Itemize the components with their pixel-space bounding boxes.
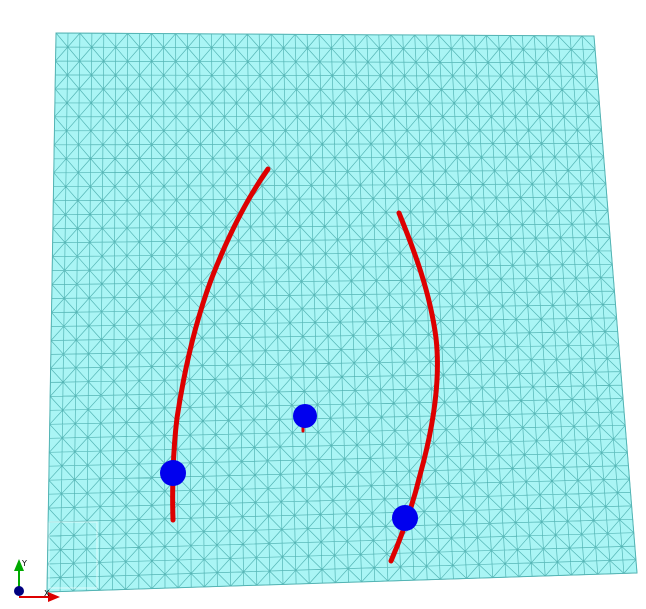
xyz-axes-triad-icon: Y X xyxy=(14,559,60,602)
x-axis-arrowhead xyxy=(48,592,60,602)
mesh-edges xyxy=(46,32,638,593)
triangle-mesh-surface[interactable] xyxy=(46,32,638,593)
marker-point-left[interactable] xyxy=(160,460,186,486)
y-axis-label: Y xyxy=(21,559,27,568)
z-axis-dot xyxy=(14,586,24,596)
selection-highlight-box xyxy=(48,521,98,589)
marker-point-center[interactable] xyxy=(293,404,317,428)
y-axis-arrowhead xyxy=(14,559,24,571)
markers-layer xyxy=(160,404,418,531)
mesh-wireframe xyxy=(46,32,638,593)
marker-point-right[interactable] xyxy=(392,505,418,531)
x-axis-label: X xyxy=(44,589,50,598)
